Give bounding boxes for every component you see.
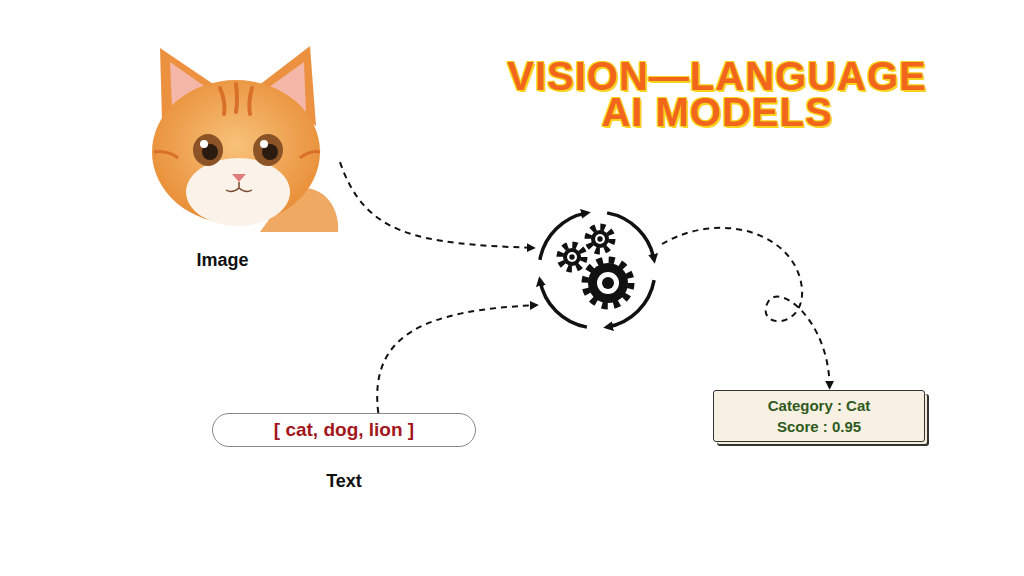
result-box: Category : CatScore : 0.95 [713,390,925,442]
result-text: Score : 0.95 [777,416,861,437]
kitten-illustration [140,40,340,232]
result-text: Category : Cat [768,395,871,416]
category-list: [ cat, dog, lion ] [274,419,414,441]
caption-label: Text [213,471,475,492]
dashed-connector [340,162,534,248]
dashed-connector [377,305,537,413]
model-process [532,205,662,335]
image-input: Image [140,40,340,275]
caption-label: Image [140,250,305,271]
process-cycle-icon [532,205,662,335]
dashed-connector [662,228,830,388]
text-input-pill: [ cat, dog, lion ]Text [212,413,476,447]
title: VISION—LANGUAGE AI MODELS [487,58,947,130]
